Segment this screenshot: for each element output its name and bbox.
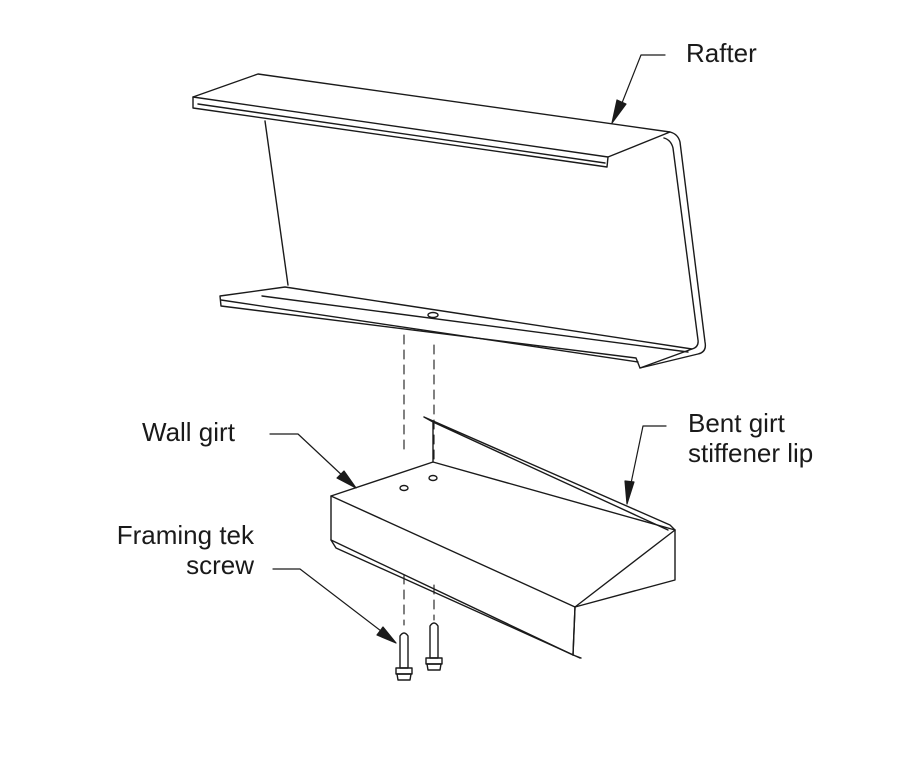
label-wall-girt: Wall girt — [142, 417, 235, 447]
girt-top-face — [330, 461, 676, 608]
label-bent-girt-line1: Bent girt — [688, 408, 785, 438]
leader-wall-girt — [269, 433, 346, 479]
rafter-bottom-flange-inner — [261, 295, 689, 353]
leader-framing-screw-arrow — [376, 626, 397, 644]
rafter-part — [192, 73, 707, 369]
label-framing-tek-screw: Framing tek screw — [98, 520, 254, 580]
label-bent-girt-stiffener-lip: Bent girt stiffener lip — [688, 408, 813, 468]
rafter-bottom-lip-line — [220, 299, 639, 363]
label-framing-line2: screw — [186, 550, 254, 580]
leader-framing-screw — [272, 568, 386, 635]
rafter-top-lip-inner — [197, 103, 606, 164]
girt-hole-right — [428, 474, 438, 482]
rafter-web — [264, 120, 289, 286]
girt-stiffener-lip — [423, 416, 676, 531]
rafter-right-bend-inner — [663, 137, 699, 350]
screw-right — [425, 622, 443, 671]
girt-hole-left — [399, 484, 409, 492]
girt-front-face — [330, 495, 576, 656]
leader-wall-girt-arrow — [336, 470, 357, 489]
rafter-right-bend-outer — [639, 131, 707, 369]
rafter-top-lip-edge — [192, 96, 609, 158]
rafter-hole — [427, 311, 439, 319]
leader-lines — [269, 54, 667, 644]
label-rafter: Rafter — [686, 38, 757, 68]
leader-bent-girt-arrow — [624, 480, 635, 505]
label-bent-girt-line2: stiffener lip — [688, 438, 814, 468]
girt-bottom-lip — [330, 539, 582, 659]
leader-rafter — [619, 54, 666, 109]
alignment-lines — [403, 334, 435, 626]
label-framing-line1: Framing tek — [116, 520, 254, 550]
screw-left — [395, 632, 413, 681]
wall-girt-part — [330, 416, 676, 659]
leader-rafter-arrow — [611, 99, 627, 124]
framing-screws — [395, 622, 443, 681]
leader-bent-girt — [629, 425, 667, 489]
girt-end-face — [572, 529, 676, 656]
rafter-bottom-flange — [219, 286, 693, 369]
